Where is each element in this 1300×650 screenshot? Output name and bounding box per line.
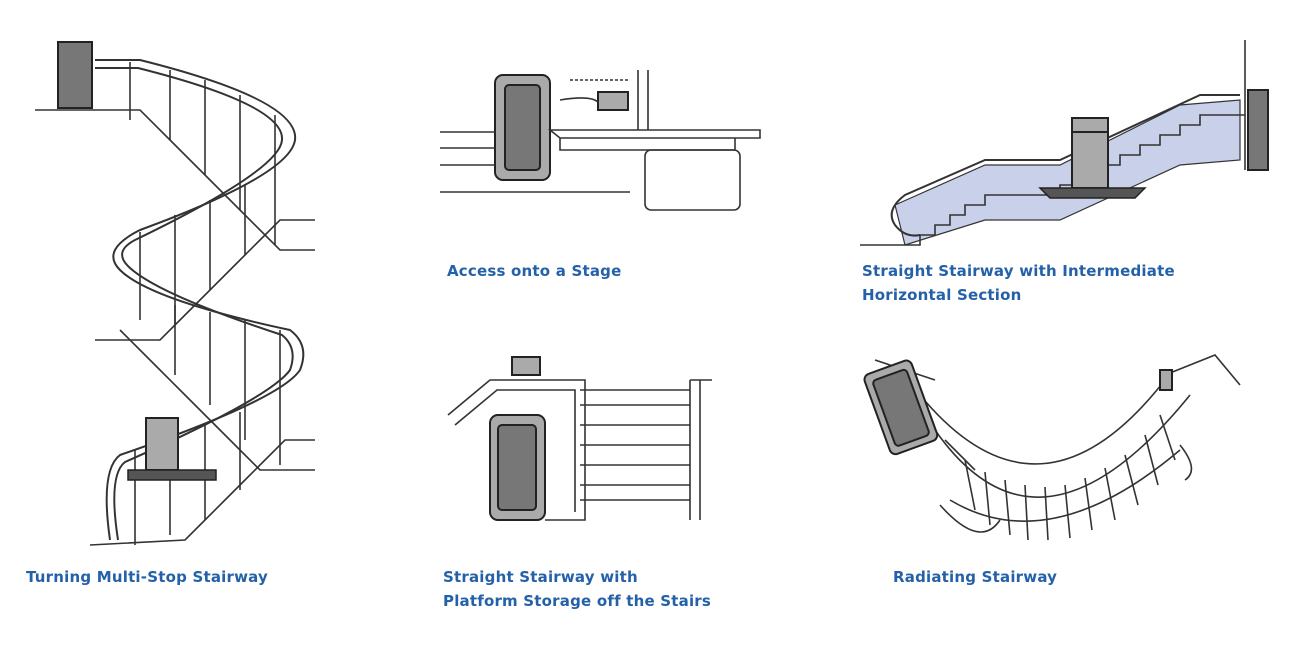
lift-platform (127, 469, 217, 481)
radiating-stairway-drawing (863, 354, 1241, 541)
caption-line: Straight Stairway with (443, 568, 638, 586)
caption-line: Straight Stairway with Intermediate (862, 262, 1175, 280)
drive-unit-top (57, 41, 93, 109)
caption-stage-access: Access onto a Stage (447, 262, 622, 280)
caption-line: Platform Storage off the Stairs (443, 592, 712, 610)
stairlift-unit (145, 417, 179, 471)
caption-turning-stairway: Turning Multi-Stop Stairway (26, 568, 268, 586)
platform-storage-drawing (447, 356, 712, 521)
caption-line: Horizontal Section (862, 286, 1022, 304)
drive-unit (1247, 89, 1269, 171)
stage-access-drawing (440, 70, 761, 211)
caption-intermediate-section: Straight Stairway with Intermediate Hori… (862, 259, 1175, 307)
caption-platform-storage: Straight Stairway with Platform Storage … (443, 565, 711, 613)
turning-stairway-drawing (35, 41, 315, 546)
intermediate-section-drawing (860, 40, 1269, 246)
stairlift-unit (1071, 129, 1109, 189)
lift-platform (1038, 187, 1147, 199)
caption-radiating-stairway: Radiating Stairway (893, 568, 1058, 586)
